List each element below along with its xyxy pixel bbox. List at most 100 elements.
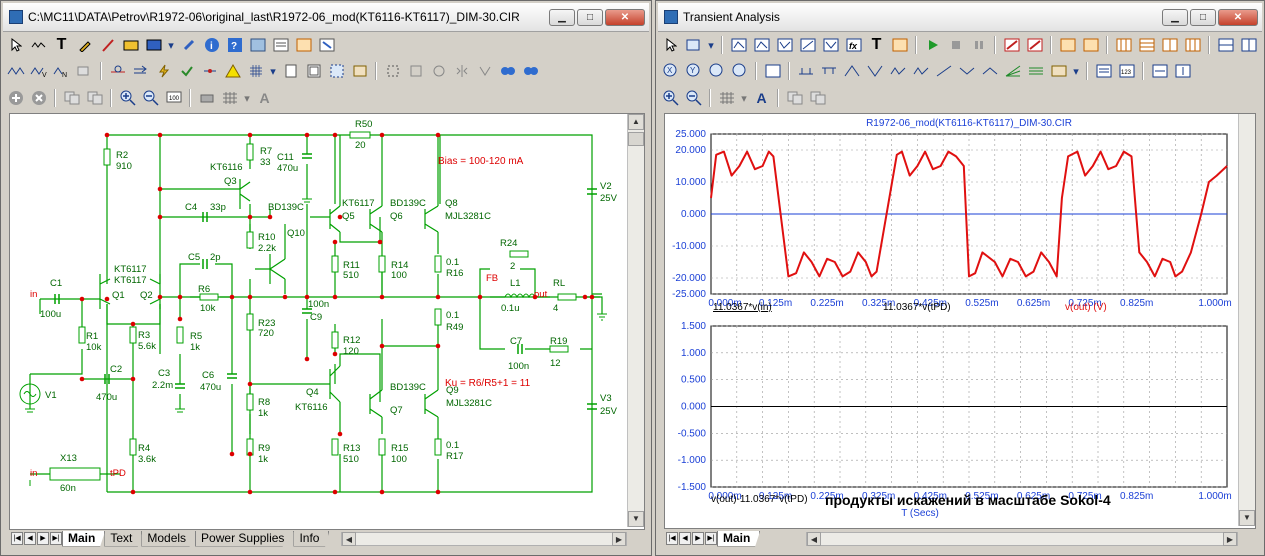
component-ref-c1[interactable]: C1 bbox=[50, 278, 62, 289]
component-value-r16[interactable]: 0.1 bbox=[446, 257, 459, 268]
page-box-icon[interactable] bbox=[303, 61, 324, 81]
component-value-r9[interactable]: 1k bbox=[258, 454, 268, 465]
layout-1-icon[interactable] bbox=[1113, 35, 1134, 55]
tab-models[interactable]: Models bbox=[141, 530, 197, 547]
transient-titlebar[interactable]: Transient Analysis ▁ □ ✕ bbox=[658, 3, 1262, 32]
component-value-v3[interactable]: 25V bbox=[600, 406, 618, 417]
component-ref-q6[interactable]: Q6 bbox=[390, 211, 403, 222]
function-icon[interactable]: fx bbox=[843, 35, 864, 55]
component-value-q7[interactable]: BD139C bbox=[390, 382, 426, 393]
close-button[interactable]: ✕ bbox=[1218, 9, 1258, 26]
component-value-q5[interactable]: KT6117 bbox=[342, 198, 375, 209]
component-ref-q10[interactable]: Q10 bbox=[287, 228, 305, 239]
component-ref-q9[interactable]: Q9 bbox=[446, 385, 459, 396]
bottom-icon[interactable] bbox=[979, 61, 1000, 81]
scroll-left-button[interactable]: ◀ bbox=[342, 532, 356, 546]
low-icon[interactable] bbox=[864, 61, 885, 81]
component-value-r7[interactable]: 33 bbox=[260, 157, 271, 168]
link-icon[interactable] bbox=[178, 35, 199, 55]
component-value-q8[interactable]: MJL3281C bbox=[445, 211, 491, 222]
minimize-button[interactable]: ▁ bbox=[1162, 9, 1188, 26]
close-button[interactable]: ✕ bbox=[605, 9, 645, 26]
stack-wave-icon[interactable] bbox=[1025, 61, 1046, 81]
box-icon[interactable] bbox=[405, 61, 426, 81]
global-low-icon[interactable] bbox=[933, 61, 954, 81]
node-voltages-icon[interactable]: V bbox=[28, 61, 49, 81]
page-setup-icon[interactable] bbox=[1057, 35, 1078, 55]
copy-icon[interactable] bbox=[784, 88, 805, 108]
scroll-left-button[interactable]: ◀ bbox=[807, 532, 821, 546]
table-icon[interactable] bbox=[1080, 35, 1101, 55]
scale-dropdown-icon[interactable]: ▾ bbox=[708, 39, 714, 52]
component-ref-r13[interactable]: R13 bbox=[343, 443, 360, 454]
tracker-dropdown-icon[interactable]: ▾ bbox=[1073, 65, 1079, 78]
component-value-q2[interactable]: KT6117 bbox=[114, 275, 147, 286]
component-ref-r1[interactable]: R1 bbox=[86, 331, 98, 342]
scroll-down-button[interactable]: ▼ bbox=[1239, 510, 1255, 526]
component-ref-q4[interactable]: Q4 bbox=[306, 387, 319, 398]
text-tool-icon[interactable]: T bbox=[56, 36, 67, 53]
properties-icon[interactable] bbox=[316, 35, 337, 55]
component-ref-r23[interactable]: R23 bbox=[258, 318, 275, 329]
grid-props-icon[interactable] bbox=[293, 35, 314, 55]
split-icon[interactable] bbox=[1238, 35, 1259, 55]
grid-icon[interactable] bbox=[245, 61, 266, 81]
component-ref-q7[interactable]: Q7 bbox=[390, 405, 403, 416]
legend-distortion[interactable]: v(out)-11.0367*v(tPD) bbox=[711, 494, 808, 505]
component-bin-icon[interactable] bbox=[120, 35, 141, 55]
component-value-r23[interactable]: 720 bbox=[258, 328, 274, 339]
component-ref-q8[interactable]: Q8 bbox=[445, 198, 458, 209]
component-value-c6[interactable]: 470u bbox=[200, 382, 221, 393]
selection-box-icon[interactable] bbox=[326, 61, 347, 81]
component-value-c5[interactable]: 2p bbox=[210, 252, 221, 263]
tracker-icon[interactable] bbox=[1048, 61, 1069, 81]
component-value-r10[interactable]: 2.2k bbox=[258, 243, 276, 254]
run-icon[interactable] bbox=[922, 35, 943, 55]
component-value-c7[interactable]: 100n bbox=[508, 361, 529, 372]
component-value-r3[interactable]: 5.6k bbox=[138, 341, 156, 352]
text-a-icon[interactable]: A bbox=[259, 90, 270, 106]
component-value-c11[interactable]: 470u bbox=[277, 163, 298, 174]
compress-icon[interactable] bbox=[1172, 61, 1193, 81]
top-icon[interactable] bbox=[956, 61, 977, 81]
component-ref-c7[interactable]: C7 bbox=[510, 336, 522, 347]
attribute-text-icon[interactable] bbox=[107, 61, 128, 81]
select-arrow-icon[interactable] bbox=[660, 35, 681, 55]
component-value-c1[interactable]: 100u bbox=[40, 309, 61, 320]
save-image-icon[interactable] bbox=[247, 35, 268, 55]
component-value-q9[interactable]: MJL3281C bbox=[446, 398, 492, 409]
component-ref-q5[interactable]: Q5 bbox=[342, 211, 355, 222]
zoom-in-icon[interactable] bbox=[117, 88, 138, 108]
component-ref-r15[interactable]: R15 bbox=[391, 443, 408, 454]
component-value-r50[interactable]: 20 bbox=[355, 140, 366, 151]
component-value-r6[interactable]: 10k bbox=[200, 303, 216, 314]
component-ref-c11[interactable]: C11 bbox=[277, 152, 294, 163]
tab-next-button[interactable]: ▶ bbox=[37, 532, 49, 545]
valley-icon[interactable] bbox=[818, 61, 839, 81]
component-value-l1[interactable]: 0.1u bbox=[501, 303, 520, 314]
tab-last-button[interactable]: ▶| bbox=[50, 532, 62, 545]
component-value-x13[interactable]: 60n bbox=[60, 483, 76, 494]
layout-3-icon[interactable] bbox=[1159, 35, 1180, 55]
remove-icon[interactable] bbox=[28, 88, 49, 108]
component-value-r49[interactable]: 0.1 bbox=[446, 310, 459, 321]
page-icon[interactable] bbox=[280, 61, 301, 81]
pencil-icon[interactable] bbox=[74, 35, 95, 55]
list-icon[interactable] bbox=[1093, 61, 1114, 81]
component-value-q10[interactable]: BD139C bbox=[268, 202, 304, 213]
component-value-r2[interactable]: 910 bbox=[116, 161, 132, 172]
flip-icon[interactable] bbox=[451, 61, 472, 81]
component-ref-r6[interactable]: R6 bbox=[198, 284, 210, 295]
peak-icon[interactable] bbox=[795, 61, 816, 81]
zoom-y-icon[interactable]: Y bbox=[683, 61, 704, 81]
plot-scale-icon[interactable] bbox=[728, 35, 749, 55]
component-value-q6[interactable]: BD139C bbox=[390, 198, 426, 209]
component-value-r5[interactable]: 1k bbox=[190, 342, 200, 353]
cursor-left-icon[interactable] bbox=[1001, 35, 1022, 55]
component-ref-r10[interactable]: R10 bbox=[258, 232, 275, 243]
component-value-r15[interactable]: 100 bbox=[391, 454, 407, 465]
maximize-button[interactable]: □ bbox=[577, 9, 603, 26]
schematic-vertical-scrollbar[interactable]: ▲ ▼ bbox=[627, 114, 644, 527]
minimize-button[interactable]: ▁ bbox=[549, 9, 575, 26]
